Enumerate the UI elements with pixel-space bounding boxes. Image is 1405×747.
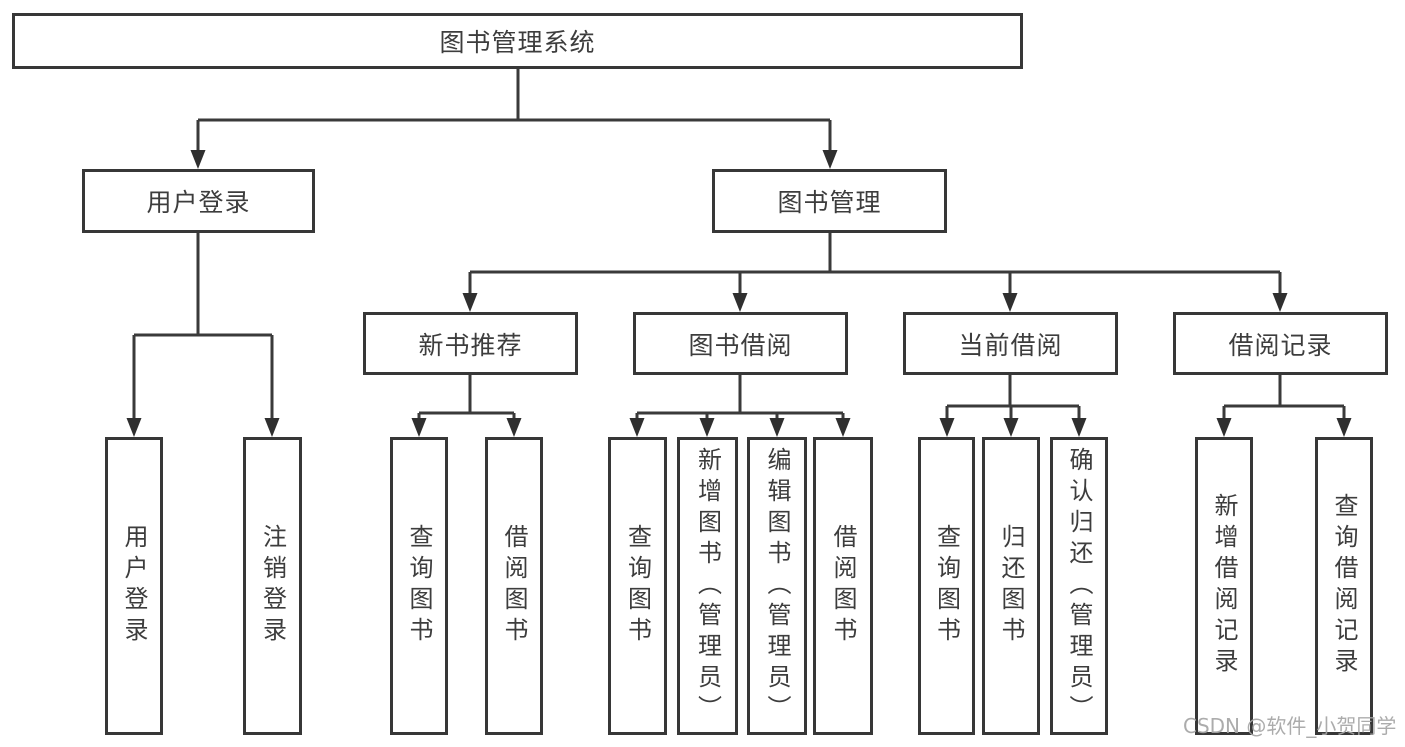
csdn-watermark: CSDN @软件_小贺同学 (1183, 714, 1397, 738)
node-book-management: 图书管理 (712, 169, 947, 233)
leaf-add-borrow-record: 新增借阅记录 (1195, 437, 1253, 735)
node-label: 借阅图书 (829, 524, 857, 648)
leaf-confirm-return-admin: 确认归还（管理员） (1050, 437, 1108, 735)
leaf-edit-books-admin: 编辑图书（管理员） (747, 437, 807, 735)
node-label: 新书推荐 (418, 330, 523, 360)
leaf-borrow-books-recommend: 借阅图书 (485, 437, 543, 735)
leaf-query-books-borrowing: 查询图书 (608, 437, 667, 735)
node-book-borrowing: 图书借阅 (633, 312, 848, 375)
node-label: 借阅记录 (1228, 330, 1333, 360)
node-label: 用户登录 (120, 524, 148, 648)
node-current-borrowing: 当前借阅 (903, 312, 1118, 375)
node-label: 编辑图书（管理员） (763, 446, 791, 726)
leaf-query-books-recommend: 查询图书 (390, 437, 448, 735)
node-label: 当前借阅 (958, 330, 1063, 360)
node-label: 查询图书 (405, 524, 433, 648)
node-user-login: 用户登录 (82, 169, 315, 233)
node-label: 查询图书 (932, 524, 961, 648)
arrowheads (126, 150, 1352, 437)
leaf-query-borrow-record: 查询借阅记录 (1315, 437, 1373, 735)
leaf-return-books: 归还图书 (982, 437, 1040, 735)
leaf-borrow-books: 借阅图书 (813, 437, 873, 735)
node-label: 查询图书 (623, 524, 652, 648)
node-label: 查询借阅记录 (1330, 493, 1358, 679)
node-label: 新增图书（管理员） (693, 446, 722, 726)
leaf-user-login: 用户登录 (105, 437, 163, 735)
leaf-logout: 注销登录 (243, 437, 302, 735)
node-borrowing-records: 借阅记录 (1173, 312, 1388, 375)
node-label: 图书管理 (777, 188, 882, 217)
node-label: 用户登录 (146, 188, 251, 217)
node-new-book-recommend: 新书推荐 (363, 312, 578, 375)
node-label: 新增借阅记录 (1210, 493, 1238, 679)
node-label: 确认归还（管理员） (1065, 446, 1093, 726)
node-label: 注销登录 (258, 524, 287, 648)
node-label: 归还图书 (997, 524, 1025, 648)
node-label: 图书借阅 (688, 330, 793, 360)
node-label: 借阅图书 (500, 524, 528, 648)
node-label: 图书管理系统 (439, 28, 596, 57)
leaf-add-books-admin: 新增图书（管理员） (677, 437, 738, 735)
node-library-system: 图书管理系统 (12, 13, 1023, 69)
leaf-query-books-current: 查询图书 (918, 437, 975, 735)
